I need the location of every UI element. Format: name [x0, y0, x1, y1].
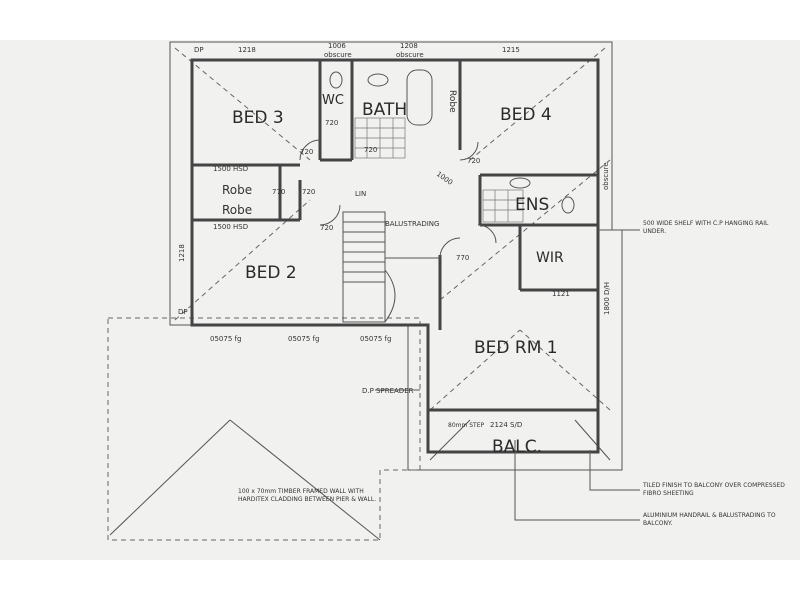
dim-1800: 1800 D/H: [603, 282, 611, 315]
bathtub: [406, 69, 433, 126]
dim-door-wc: 720: [325, 119, 338, 127]
note-shelf-wrap: 500 WIDE SHELF WITH C.P HANGING RAIL UND…: [643, 220, 769, 235]
lower-roof-outline: [107, 317, 421, 541]
ens-toilet: [561, 196, 575, 214]
dim-win-1500b: 1500 HSD: [213, 223, 248, 231]
dim-1121: 1121: [552, 290, 570, 298]
dim-door-bed2: 720: [320, 224, 333, 232]
dim-top-1208-sub: obscure: [396, 51, 424, 59]
hip-line: [109, 419, 231, 536]
hip-line: [229, 419, 381, 541]
label-balustrading: BALUSTRADING: [385, 220, 439, 228]
toilet: [329, 71, 343, 89]
room-ens: ENS: [515, 195, 549, 215]
label-robe-left-1: Robe: [222, 183, 252, 197]
hip-line: [174, 199, 311, 321]
hip-line: [469, 47, 606, 161]
dim-top-1208: 1208: [400, 42, 418, 50]
note-shelf: 500 WIDE SHELF WITH C.P HANGING RAIL UND…: [643, 220, 769, 235]
room-bed2: BED 2: [245, 263, 297, 283]
note-wall: 100 x 70mm TIMBER FRAMED WALL WITH HARDI…: [238, 488, 377, 503]
dim-top-1006-sub: obscure: [324, 51, 352, 59]
room-bed3: BED 3: [232, 108, 284, 128]
dim-bottom-05075-1: 05075 fg: [210, 335, 241, 343]
dim-left-1218: 1218: [178, 244, 186, 262]
note-tiled: TILED FINISH TO BALCONY OVER COMPRESSED …: [643, 482, 785, 497]
leader-handrail: [514, 440, 640, 521]
dim-win-1500a: 1500 HSD: [213, 165, 248, 173]
hip-line: [439, 159, 611, 301]
leader-tiled: [589, 450, 640, 491]
room-wc: WC: [322, 93, 344, 108]
label-balc-step: 80mm STEP: [448, 422, 484, 429]
label-robe-top: Robe: [447, 90, 457, 113]
ens-tiles: [482, 177, 575, 223]
room-wir: WIR: [536, 250, 564, 266]
room-bed1: BED RM 1: [474, 338, 558, 358]
dim-left-dp: DP: [178, 308, 188, 316]
dim-door-robe: 720: [302, 188, 315, 196]
dim-door-lin: 770: [272, 188, 285, 196]
note-wall-wrap: 100 x 70mm TIMBER FRAMED WALL WITH HARDI…: [238, 488, 377, 503]
label-robe-left-2: Robe: [222, 203, 252, 217]
dim-top-1006: 1006: [328, 42, 346, 50]
dim-2124-sd: 2124 S/D: [490, 421, 522, 429]
hip-line: [574, 419, 611, 461]
internal-walls: [192, 60, 598, 330]
hip-line: [519, 329, 611, 411]
label-lin: LIN: [355, 190, 366, 198]
ens-basin: [509, 177, 531, 189]
dim-top-1215: 1215: [502, 46, 520, 54]
dim-door-1000: 1000: [435, 170, 454, 187]
dim-bottom-05075-2: 05075 fg: [288, 335, 319, 343]
hip-line: [174, 47, 311, 161]
dim-right-obscure: obscure: [602, 162, 610, 190]
dim-bottom-05075-3: 05075 fg: [360, 335, 391, 343]
dim-top-1218: 1218: [238, 46, 256, 54]
room-balc: BALC.: [492, 437, 542, 457]
room-bath: BATH: [362, 100, 407, 120]
door-swings: [299, 139, 497, 259]
balcony-outline: [426, 408, 600, 454]
note-tiled-wrap: TILED FINISH TO BALCONY OVER COMPRESSED …: [643, 482, 785, 497]
dim-door-bed1: 770: [456, 254, 469, 262]
bath-tiles: [329, 69, 433, 159]
staircase: [342, 211, 440, 323]
hip-line: [429, 329, 521, 411]
label-dp-spreader: D.P SPREADER: [362, 387, 414, 395]
room-bed4: BED 4: [500, 105, 552, 125]
plan-sheet: [0, 40, 800, 560]
dim-door-bath: 720: [364, 146, 377, 154]
dim-door-bed4: 720: [467, 157, 480, 165]
note-handrail-wrap: ALUMINIUM HANDRAIL & BALUSTRADING TO BAL…: [643, 512, 776, 527]
dim-door-bed3: 720: [300, 148, 313, 156]
dim-top-dp: DP: [194, 46, 204, 54]
basin: [367, 73, 389, 87]
note-handrail: ALUMINIUM HANDRAIL & BALUSTRADING TO BAL…: [643, 512, 776, 527]
